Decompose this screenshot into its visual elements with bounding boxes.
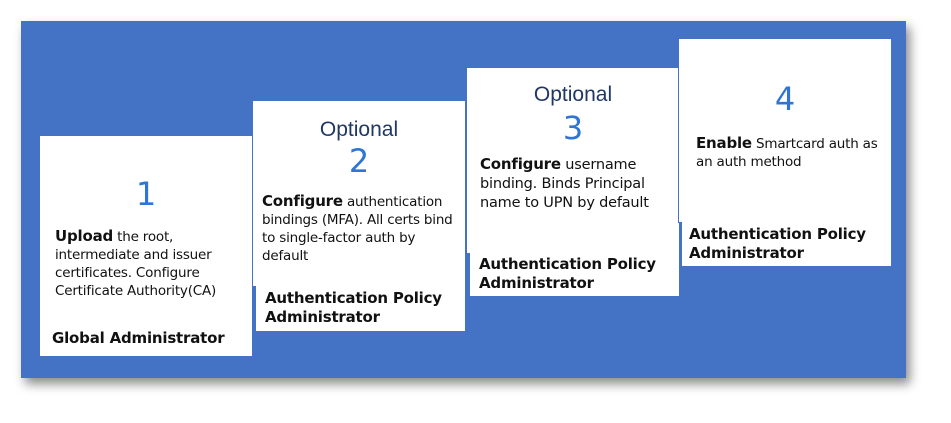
step-3-role: Authentication Policy Administrator xyxy=(470,253,679,296)
step-1-number: 1 xyxy=(135,175,157,213)
step-1-verb: Upload xyxy=(55,227,114,245)
step-4-role: Authentication Policy Administrator xyxy=(682,222,891,266)
step-3-verb: Configure xyxy=(480,155,561,173)
step-4-role-label: Authentication Policy Administrator xyxy=(689,225,866,262)
step-2-number: 2 xyxy=(348,142,370,180)
step-1-card: 1 Upload the root, intermediate and issu… xyxy=(40,136,252,320)
step-2-verb: Configure xyxy=(262,192,343,210)
step-3-number: 3 xyxy=(562,109,584,147)
step-4-text: Smartcard auth as an auth method xyxy=(696,136,878,170)
step-4-verb: Enable xyxy=(696,134,752,152)
step-1-role-label: Global Administrator xyxy=(52,329,225,347)
step-4-description: Enable Smartcard auth as an auth method xyxy=(696,134,890,171)
step-3-optional-label: Optional xyxy=(533,83,613,106)
step-2-optional-label: Optional xyxy=(319,118,399,141)
step-1-description: Upload the root, intermediate and issuer… xyxy=(55,227,247,300)
step-1-text: the root, intermediate and issuer certif… xyxy=(55,229,217,299)
step-2-description: Configure authentication bindings (MFA).… xyxy=(262,192,462,265)
step-2-text: authentication bindings (MFA). All certs… xyxy=(262,194,453,264)
step-1-role: Global Administrator xyxy=(40,320,252,356)
step-3-card: Optional 3 Configure username binding. B… xyxy=(467,68,679,253)
step-2-role-label: Authentication Policy Administrator xyxy=(265,289,442,326)
step-4-card: 4 Enable Smartcard auth as an auth metho… xyxy=(679,39,891,222)
step-4-number: 4 xyxy=(774,80,796,118)
step-2-card: Optional 2 Configure authentication bind… xyxy=(253,101,465,286)
step-3-role-label: Authentication Policy Administrator xyxy=(479,255,656,292)
step-3-text: username binding. Binds Principal name t… xyxy=(480,157,649,211)
step-2-role: Authentication Policy Administrator xyxy=(256,286,465,331)
step-3-description: Configure username binding. Binds Princi… xyxy=(480,155,676,213)
